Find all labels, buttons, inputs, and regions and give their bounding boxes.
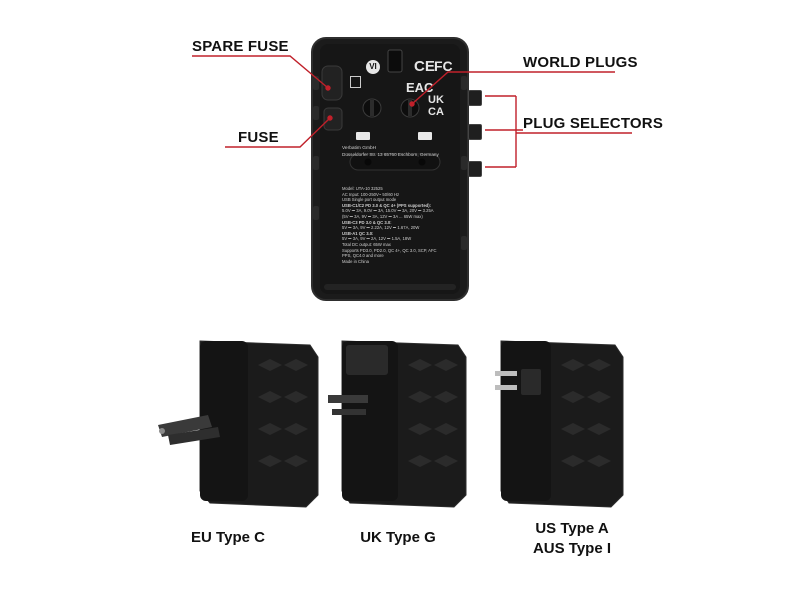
spare-fuse-dot bbox=[325, 85, 331, 91]
spec-line: Supports PD3.0, PD2.0, QC 4+, QC 3.0, SC… bbox=[342, 247, 437, 253]
ukca-mark-top: UK bbox=[428, 94, 444, 106]
callout-spare-fuse: SPARE FUSE bbox=[192, 38, 289, 55]
spare-fuse-leader bbox=[192, 55, 329, 89]
spec-line: PPS, QC4.0 and more bbox=[342, 253, 384, 259]
callout-plug-selectors: PLUG SELECTORS bbox=[523, 115, 664, 132]
ce-mark: CE bbox=[414, 58, 435, 75]
adapter-variant-us-aus bbox=[495, 335, 635, 510]
spec-line: USB-C3 PD 3.0 & QC 3.0: bbox=[342, 219, 392, 225]
adapter-back-illustration bbox=[311, 37, 469, 301]
spec-line: USB-C1/C2 PD 3.0 & QC 4+ (PPS supported)… bbox=[342, 202, 432, 208]
plug-selector-button-2 bbox=[468, 124, 482, 140]
weee-bin-icon bbox=[350, 76, 361, 88]
spec-line: 5.0V ⎓ 3A, 9.0V ⎓ 3A, 15.0V ⎓ 3A, 20V ⎓ … bbox=[342, 208, 434, 214]
us-aus-adapter-illustration bbox=[495, 340, 624, 508]
fuse-dot bbox=[327, 115, 333, 121]
plug-selector-button-3 bbox=[468, 161, 482, 177]
label-address: Düsseldorfer Str. 13 65760 Eschborn, Ger… bbox=[342, 152, 439, 157]
spec-line: Made in China bbox=[342, 258, 370, 264]
eu-adapter-illustration bbox=[158, 340, 319, 508]
ukca-mark-bottom: CA bbox=[428, 106, 444, 118]
spec-line: 5V ⎓ 3A, 9V ⎓ 2A, 12V ⎓ 1.5A, 18W bbox=[342, 236, 412, 242]
plug-selector-button-1 bbox=[468, 90, 482, 106]
spec-line: Total DC output: 65W max bbox=[342, 241, 391, 247]
caption-uk: UK Type G bbox=[360, 529, 436, 546]
spec-line: Model: UTA-10 32525 bbox=[342, 186, 383, 191]
label-company: Verbatim GmbH bbox=[342, 146, 377, 151]
adapter-variant-uk bbox=[328, 335, 473, 510]
spec-line: (5V ⎓ 3A, 9V ⎓ 3A, 12V ⎓ 3A ... 65W max) bbox=[342, 213, 423, 219]
caption-us: US Type A bbox=[535, 520, 609, 537]
uk-adapter-illustration bbox=[328, 340, 467, 508]
world-plugs-leader bbox=[411, 71, 615, 105]
spec-line: USB-A1 QC 3.0: bbox=[342, 230, 374, 236]
caption-aus: AUS Type I bbox=[532, 540, 612, 557]
spec-line: AC Input: 100-250V~ 50/60 Hz bbox=[342, 191, 400, 197]
spec-line: USB Single port output mode bbox=[342, 197, 397, 203]
callout-fuse: FUSE bbox=[238, 129, 279, 146]
class-mark: VI bbox=[366, 60, 380, 74]
fuse-leader bbox=[225, 117, 331, 148]
caption-eu: EU Type C bbox=[191, 529, 265, 546]
fc-mark: FC bbox=[434, 58, 453, 74]
label-spec-block: Model: UTA-10 32525 AC Input: 100-250V~ … bbox=[342, 186, 462, 264]
callout-world-plugs: WORLD PLUGS bbox=[523, 54, 638, 71]
adapter-variant-eu bbox=[158, 335, 328, 510]
main-adapter-back: VI CE FC EAC UK CA Verbatim GmbH Düsseld… bbox=[310, 36, 482, 302]
world-plugs-dot bbox=[409, 101, 415, 107]
spec-line: 5V ⎓ 3A, 9V ⎓ 2.22A, 12V ⎓ 1.67A, 20W bbox=[342, 225, 420, 231]
